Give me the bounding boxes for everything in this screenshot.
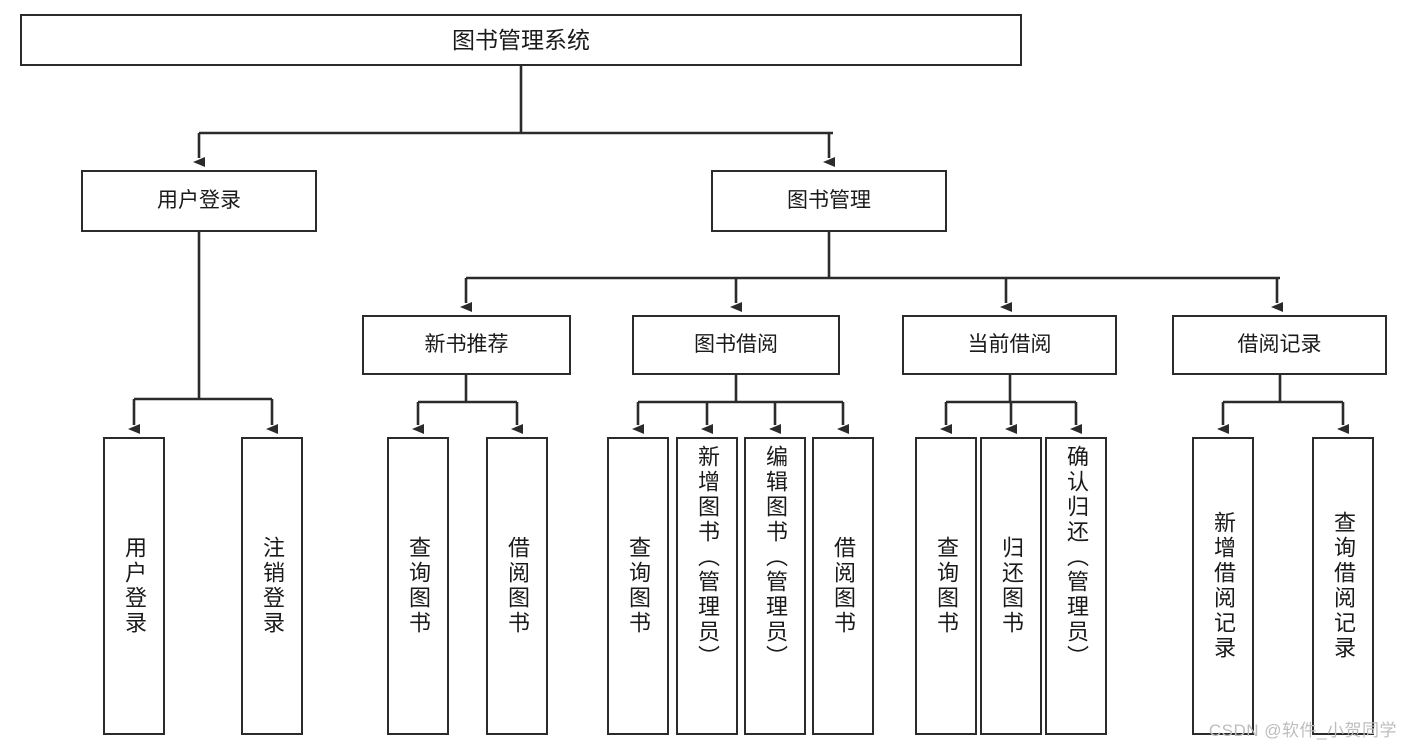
node-label: 查询图书 [626, 536, 651, 636]
node-label: 用户登录 [122, 536, 147, 636]
leaf-logout[interactable]: 注销登录 [241, 437, 303, 735]
node-label: 当前借阅 [967, 332, 1052, 356]
node-label: 新增图书（管理员） [695, 445, 720, 670]
leaf-borrow-book-recommend[interactable]: 借阅图书 [486, 437, 548, 735]
node-label: 查询图书 [934, 536, 959, 636]
node-label: 用户登录 [157, 188, 241, 212]
node-label: 新书推荐 [424, 332, 509, 356]
leaf-return-book[interactable]: 归还图书 [980, 437, 1042, 735]
node-label: 借阅图书 [831, 536, 856, 636]
node-book-management[interactable]: 图书管理 [711, 170, 947, 232]
leaf-query-book-recommend[interactable]: 查询图书 [387, 437, 449, 735]
node-new-book-recommendation[interactable]: 新书推荐 [362, 315, 571, 375]
leaf-borrow-book[interactable]: 借阅图书 [812, 437, 874, 735]
node-book-borrowing[interactable]: 图书借阅 [632, 315, 840, 375]
leaf-add-book-admin[interactable]: 新增图书（管理员） [676, 437, 738, 735]
node-label: 查询借阅记录 [1331, 511, 1356, 661]
node-label: 借阅图书 [505, 536, 530, 636]
node-label: 注销登录 [260, 536, 285, 636]
node-borrowing-record[interactable]: 借阅记录 [1172, 315, 1387, 375]
node-label: 借阅记录 [1237, 332, 1322, 356]
node-label: 新增借阅记录 [1211, 511, 1236, 661]
node-label: 归还图书 [999, 536, 1024, 636]
leaf-add-borrow-record[interactable]: 新增借阅记录 [1192, 437, 1254, 735]
node-user-login[interactable]: 用户登录 [81, 170, 317, 232]
node-label: 图书管理 [787, 188, 871, 212]
node-book-management-system[interactable]: 图书管理系统 [20, 14, 1022, 66]
node-label: 编辑图书（管理员） [763, 445, 788, 670]
leaf-query-borrow-record[interactable]: 查询借阅记录 [1312, 437, 1374, 735]
node-label: 图书管理系统 [452, 26, 590, 53]
watermark: CSDN @软件_小贺同学 [1208, 721, 1397, 740]
leaf-user-login[interactable]: 用户登录 [103, 437, 165, 735]
node-current-borrowing[interactable]: 当前借阅 [902, 315, 1117, 375]
leaf-query-book-current[interactable]: 查询图书 [915, 437, 977, 735]
node-label: 图书借阅 [694, 332, 778, 356]
node-label: 查询图书 [406, 536, 431, 636]
leaf-confirm-return-admin[interactable]: 确认归还（管理员） [1045, 437, 1107, 735]
leaf-edit-book-admin[interactable]: 编辑图书（管理员） [744, 437, 806, 735]
leaf-query-book-borrow[interactable]: 查询图书 [607, 437, 669, 735]
node-label: 确认归还（管理员） [1064, 445, 1089, 670]
